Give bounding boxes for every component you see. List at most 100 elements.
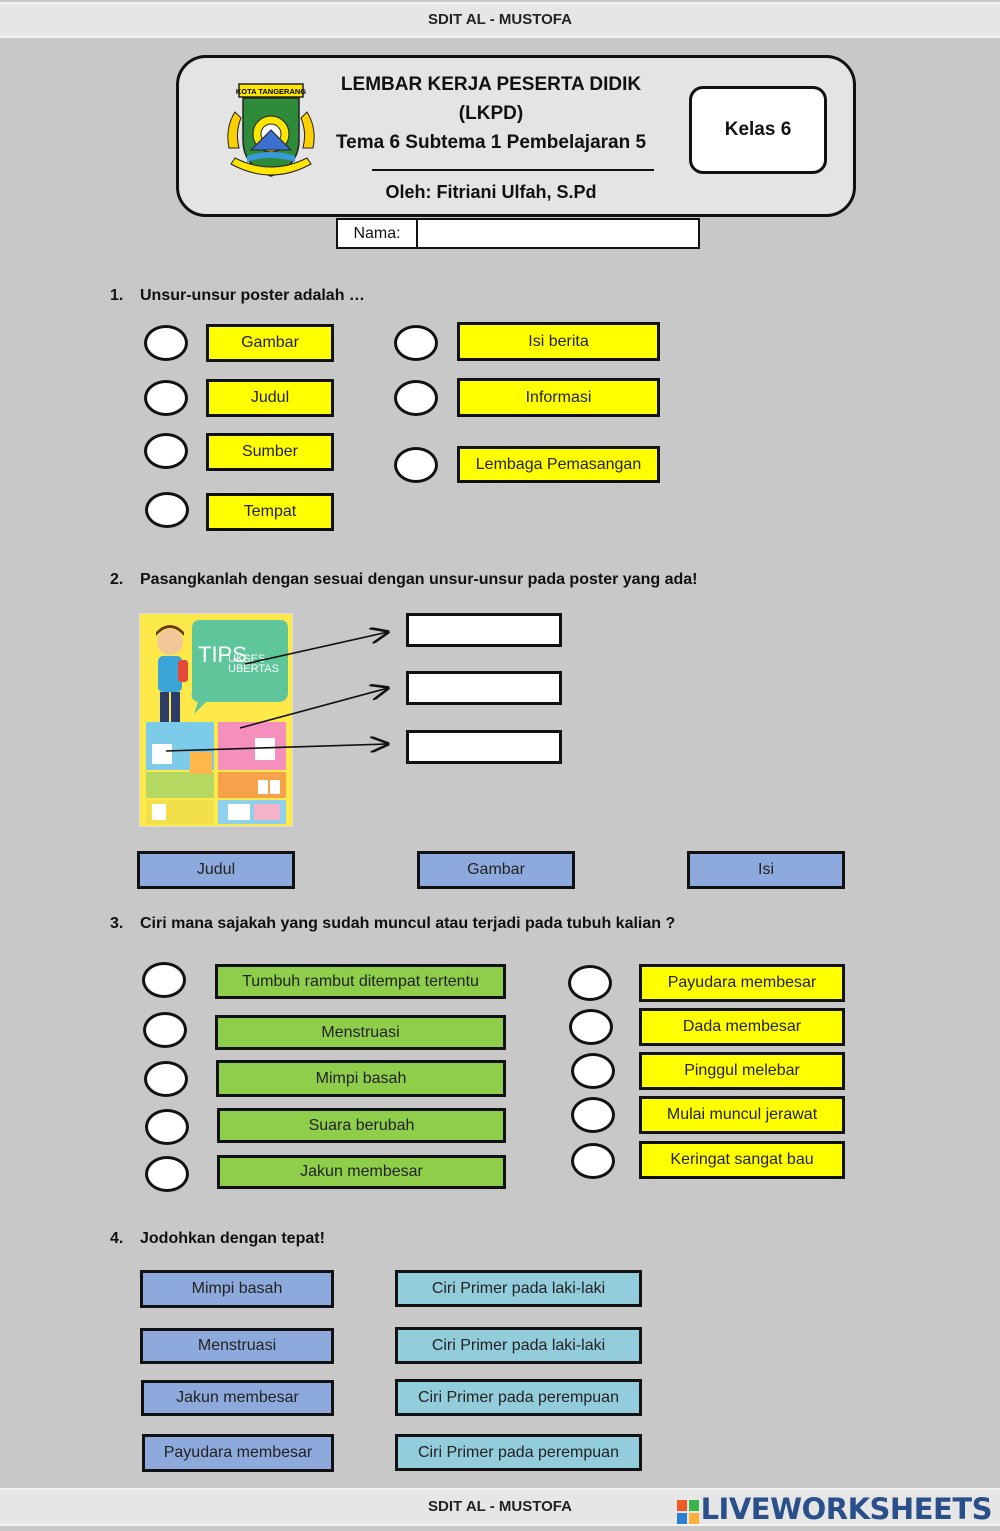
q3-option-7: Dada membesar bbox=[639, 1008, 845, 1046]
poster-image: TIPS UKSES UBERTAS bbox=[139, 613, 293, 827]
match-right-2[interactable]: Ciri Primer pada laki-laki bbox=[395, 1327, 642, 1364]
drop-box-1[interactable] bbox=[406, 613, 562, 647]
option-label: Tumbuh rambut ditempat tertentu bbox=[242, 972, 479, 990]
q3-option-6: Payudara membesar bbox=[639, 964, 845, 1002]
option-label: Mulai muncul jerawat bbox=[666, 1106, 818, 1123]
q3-checkbox-7[interactable] bbox=[569, 1009, 613, 1045]
match-left-4[interactable]: Payudara membesar bbox=[142, 1434, 334, 1472]
nama-input[interactable] bbox=[418, 218, 700, 249]
match-label: Menstruasi bbox=[197, 1337, 277, 1354]
q3-option-9: Mulai muncul jerawat bbox=[639, 1096, 845, 1134]
option-label: Informasi bbox=[525, 388, 592, 406]
title-line1: LEMBAR KERJA PESERTA DIDIK bbox=[340, 74, 642, 95]
match-label: Mimpi basah bbox=[191, 1280, 283, 1297]
q1-option-gambar: Gambar bbox=[206, 324, 334, 362]
match-right-4[interactable]: Ciri Primer pada perempuan bbox=[395, 1434, 642, 1471]
drag-choice-judul[interactable]: Judul bbox=[137, 851, 295, 889]
q3-checkbox-2[interactable] bbox=[143, 1012, 187, 1048]
match-label: Ciri Primer pada laki-laki bbox=[431, 1336, 606, 1354]
drag-choice-gambar[interactable]: Gambar bbox=[417, 851, 575, 889]
question-3: 3. Ciri mana sajakah yang sudah muncul at… bbox=[110, 915, 675, 933]
kelas-box: Kelas 6 bbox=[689, 86, 827, 174]
q3-option-5: Jakun membesar bbox=[217, 1155, 506, 1189]
question-1: 1.Unsur-unsur poster adalah … bbox=[110, 287, 365, 305]
question-2-number: 2. bbox=[110, 571, 124, 588]
q3-checkbox-8[interactable] bbox=[571, 1053, 615, 1089]
q3-checkbox-5[interactable] bbox=[145, 1156, 189, 1192]
drop-box-3[interactable] bbox=[406, 730, 562, 764]
q1-option-lembaga: Lembaga Pemasangan bbox=[457, 446, 660, 483]
option-label: Lembaga Pemasangan bbox=[475, 455, 642, 473]
option-label: Judul bbox=[250, 389, 290, 406]
city-emblem-icon: KOTA TANGERANG bbox=[227, 83, 315, 177]
q3-option-1: Tumbuh rambut ditempat tertentu bbox=[215, 964, 506, 999]
top-band-text: SDIT AL - MUSTOFA bbox=[428, 11, 572, 28]
match-left-3[interactable]: Jakun membesar bbox=[141, 1380, 334, 1416]
option-label: Pinggul melebar bbox=[684, 1062, 800, 1079]
drop-box-2[interactable] bbox=[406, 671, 562, 705]
q3-checkbox-10[interactable] bbox=[571, 1143, 615, 1179]
option-label: Menstruasi bbox=[321, 1023, 400, 1041]
q3-option-8: Pinggul melebar bbox=[639, 1052, 845, 1090]
question-2: 2. Pasangkanlah dengan sesuai dengan unsu… bbox=[110, 571, 697, 589]
nama-label-text: Nama: bbox=[353, 224, 401, 242]
match-right-1[interactable]: Ciri Primer pada laki-laki bbox=[395, 1270, 642, 1307]
question-3-number: 3. bbox=[110, 915, 124, 932]
option-label: Tempat bbox=[243, 503, 297, 520]
q1-checkbox-gambar[interactable] bbox=[144, 325, 188, 361]
q3-checkbox-3[interactable] bbox=[144, 1061, 188, 1097]
liveworksheets-logo[interactable]: LIVEWORKSHEETS bbox=[676, 1490, 993, 1526]
option-label: Jakun membesar bbox=[300, 1163, 423, 1180]
question-2-text: Pasangkanlah dengan sesuai dengan unsur-… bbox=[140, 571, 698, 588]
choice-label: Gambar bbox=[467, 861, 525, 878]
q1-option-informasi: Informasi bbox=[457, 378, 660, 417]
emblem-label: KOTA TANGERANG bbox=[236, 87, 306, 96]
match-left-1[interactable]: Mimpi basah bbox=[140, 1270, 334, 1308]
q1-option-tempat: Tempat bbox=[206, 493, 334, 531]
option-label: Keringat sangat bau bbox=[670, 1151, 814, 1168]
brand-text: LIVEWORKSHEETS bbox=[700, 1492, 993, 1526]
match-label: Payudara membesar bbox=[163, 1444, 313, 1461]
option-label: Dada membesar bbox=[682, 1018, 802, 1035]
q1-checkbox-sumber[interactable] bbox=[144, 433, 188, 469]
q1-checkbox-informasi[interactable] bbox=[394, 380, 438, 416]
option-label: Payudara membesar bbox=[667, 974, 817, 991]
match-label: Jakun membesar bbox=[176, 1389, 299, 1406]
drag-choice-isi[interactable]: Isi bbox=[687, 851, 845, 889]
match-label: Ciri Primer pada perempuan bbox=[418, 1443, 619, 1461]
title-line2: (LKPD) bbox=[458, 103, 524, 124]
poster-title-part3: UBERTAS bbox=[228, 663, 279, 675]
q1-checkbox-lembaga[interactable] bbox=[394, 447, 438, 483]
kelas-text: Kelas 6 bbox=[724, 119, 792, 140]
bottom-band-text: SDIT AL - MUSTOFA bbox=[428, 1498, 572, 1515]
q1-checkbox-judul[interactable] bbox=[144, 380, 188, 416]
question-1-number: 1. bbox=[110, 287, 124, 304]
poster-title-main: TIPS bbox=[198, 642, 247, 667]
option-label: Isi berita bbox=[528, 332, 589, 350]
choice-label: Judul bbox=[196, 861, 236, 878]
author: Oleh: Fitriani Ulfah, S.Pd bbox=[385, 182, 597, 202]
q3-checkbox-4[interactable] bbox=[145, 1109, 189, 1145]
option-label: Mimpi basah bbox=[315, 1069, 407, 1087]
q3-option-2: Menstruasi bbox=[215, 1015, 506, 1050]
q3-option-3: Mimpi basah bbox=[216, 1060, 506, 1097]
q1-checkbox-tempat[interactable] bbox=[145, 492, 189, 528]
match-right-3[interactable]: Ciri Primer pada perempuan bbox=[395, 1379, 642, 1416]
option-label: Gambar bbox=[241, 334, 299, 351]
question-3-text: Ciri mana sajakah yang sudah muncul atau… bbox=[140, 915, 676, 932]
header-divider bbox=[372, 169, 654, 171]
q1-option-isi-berita: Isi berita bbox=[457, 322, 660, 361]
header-box: KOTA TANGERANG LEMBAR KERJA PESERTA DIDI… bbox=[176, 55, 856, 217]
poster-illustration: TIPS UKSES UBERTAS bbox=[140, 614, 292, 826]
q1-option-judul: Judul bbox=[206, 379, 334, 417]
q3-checkbox-6[interactable] bbox=[568, 965, 612, 1001]
match-label: Ciri Primer pada laki-laki bbox=[431, 1279, 606, 1297]
top-band: SDIT AL - MUSTOFA bbox=[0, 2, 1000, 38]
match-left-2[interactable]: Menstruasi bbox=[140, 1328, 334, 1364]
brand-blocks-icon bbox=[676, 1497, 699, 1524]
q1-checkbox-isi-berita[interactable] bbox=[394, 325, 438, 361]
option-label: Suara berubah bbox=[308, 1116, 415, 1134]
q3-checkbox-9[interactable] bbox=[571, 1097, 615, 1133]
q3-checkbox-1[interactable] bbox=[142, 962, 186, 998]
question-4: 4.Jodohkan dengan tepat! bbox=[110, 1230, 325, 1248]
